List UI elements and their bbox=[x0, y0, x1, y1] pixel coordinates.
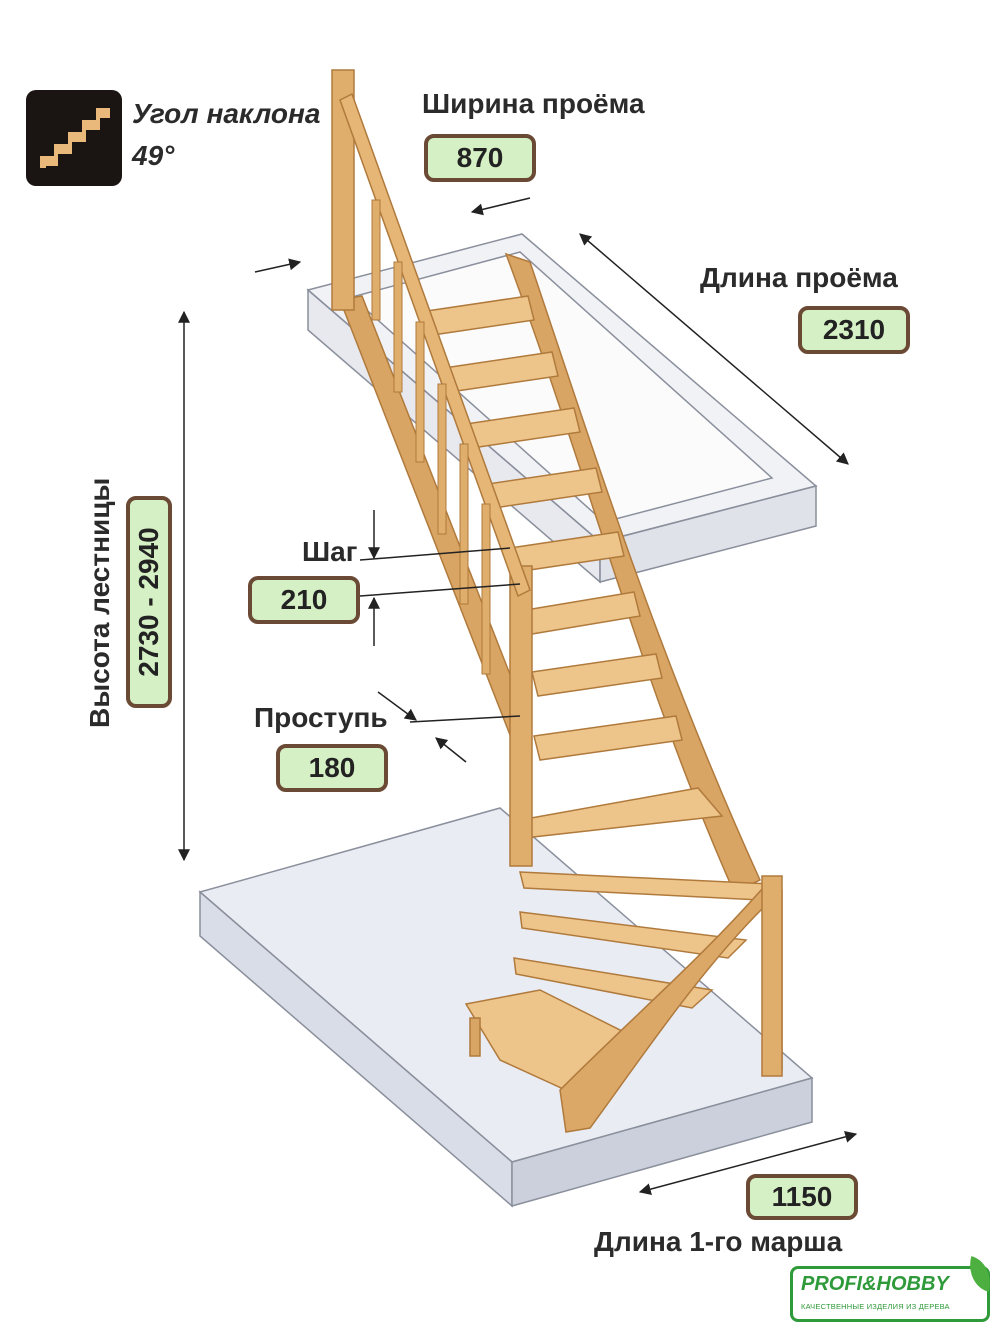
tread-depth-badge: 180 bbox=[276, 744, 388, 792]
brand-logo: PROFI&HOBBY КАЧЕСТВЕННЫЕ ИЗДЕЛИЯ ИЗ ДЕРЕ… bbox=[790, 1256, 997, 1322]
tread-depth-label: Проступь bbox=[254, 702, 388, 733]
opening-width-label: Ширина проёма bbox=[422, 88, 645, 119]
upper-treads bbox=[419, 295, 724, 839]
step-height-badge: 210 bbox=[248, 576, 360, 624]
first-flight-length-badge: 1150 bbox=[746, 1174, 858, 1220]
stair-height-badge: 2730 - 2940 bbox=[126, 496, 172, 708]
logo-tagline: КАЧЕСТВЕННЫЕ ИЗДЕЛИЯ ИЗ ДЕРЕВА bbox=[801, 1302, 950, 1311]
opening-length-badge: 2310 bbox=[798, 306, 910, 354]
logo-name: PROFI&HOBBY bbox=[801, 1273, 949, 1295]
first-flight-length-label: Длина 1-го марша bbox=[594, 1226, 843, 1257]
angle-value: 49° bbox=[132, 140, 175, 171]
step-height-label: Шаг bbox=[302, 536, 358, 567]
stair-height-label: Высота лестницы bbox=[84, 477, 115, 728]
handrail bbox=[339, 92, 531, 598]
opening-width-badge: 870 bbox=[424, 134, 536, 182]
balusters bbox=[371, 199, 491, 675]
newel-posts bbox=[331, 69, 783, 1077]
dimension-lines bbox=[178, 197, 858, 1195]
opening-length-label: Длина проёма bbox=[700, 262, 898, 293]
angle-label: Угол наклона bbox=[132, 98, 321, 129]
stairs-icon bbox=[40, 108, 110, 168]
